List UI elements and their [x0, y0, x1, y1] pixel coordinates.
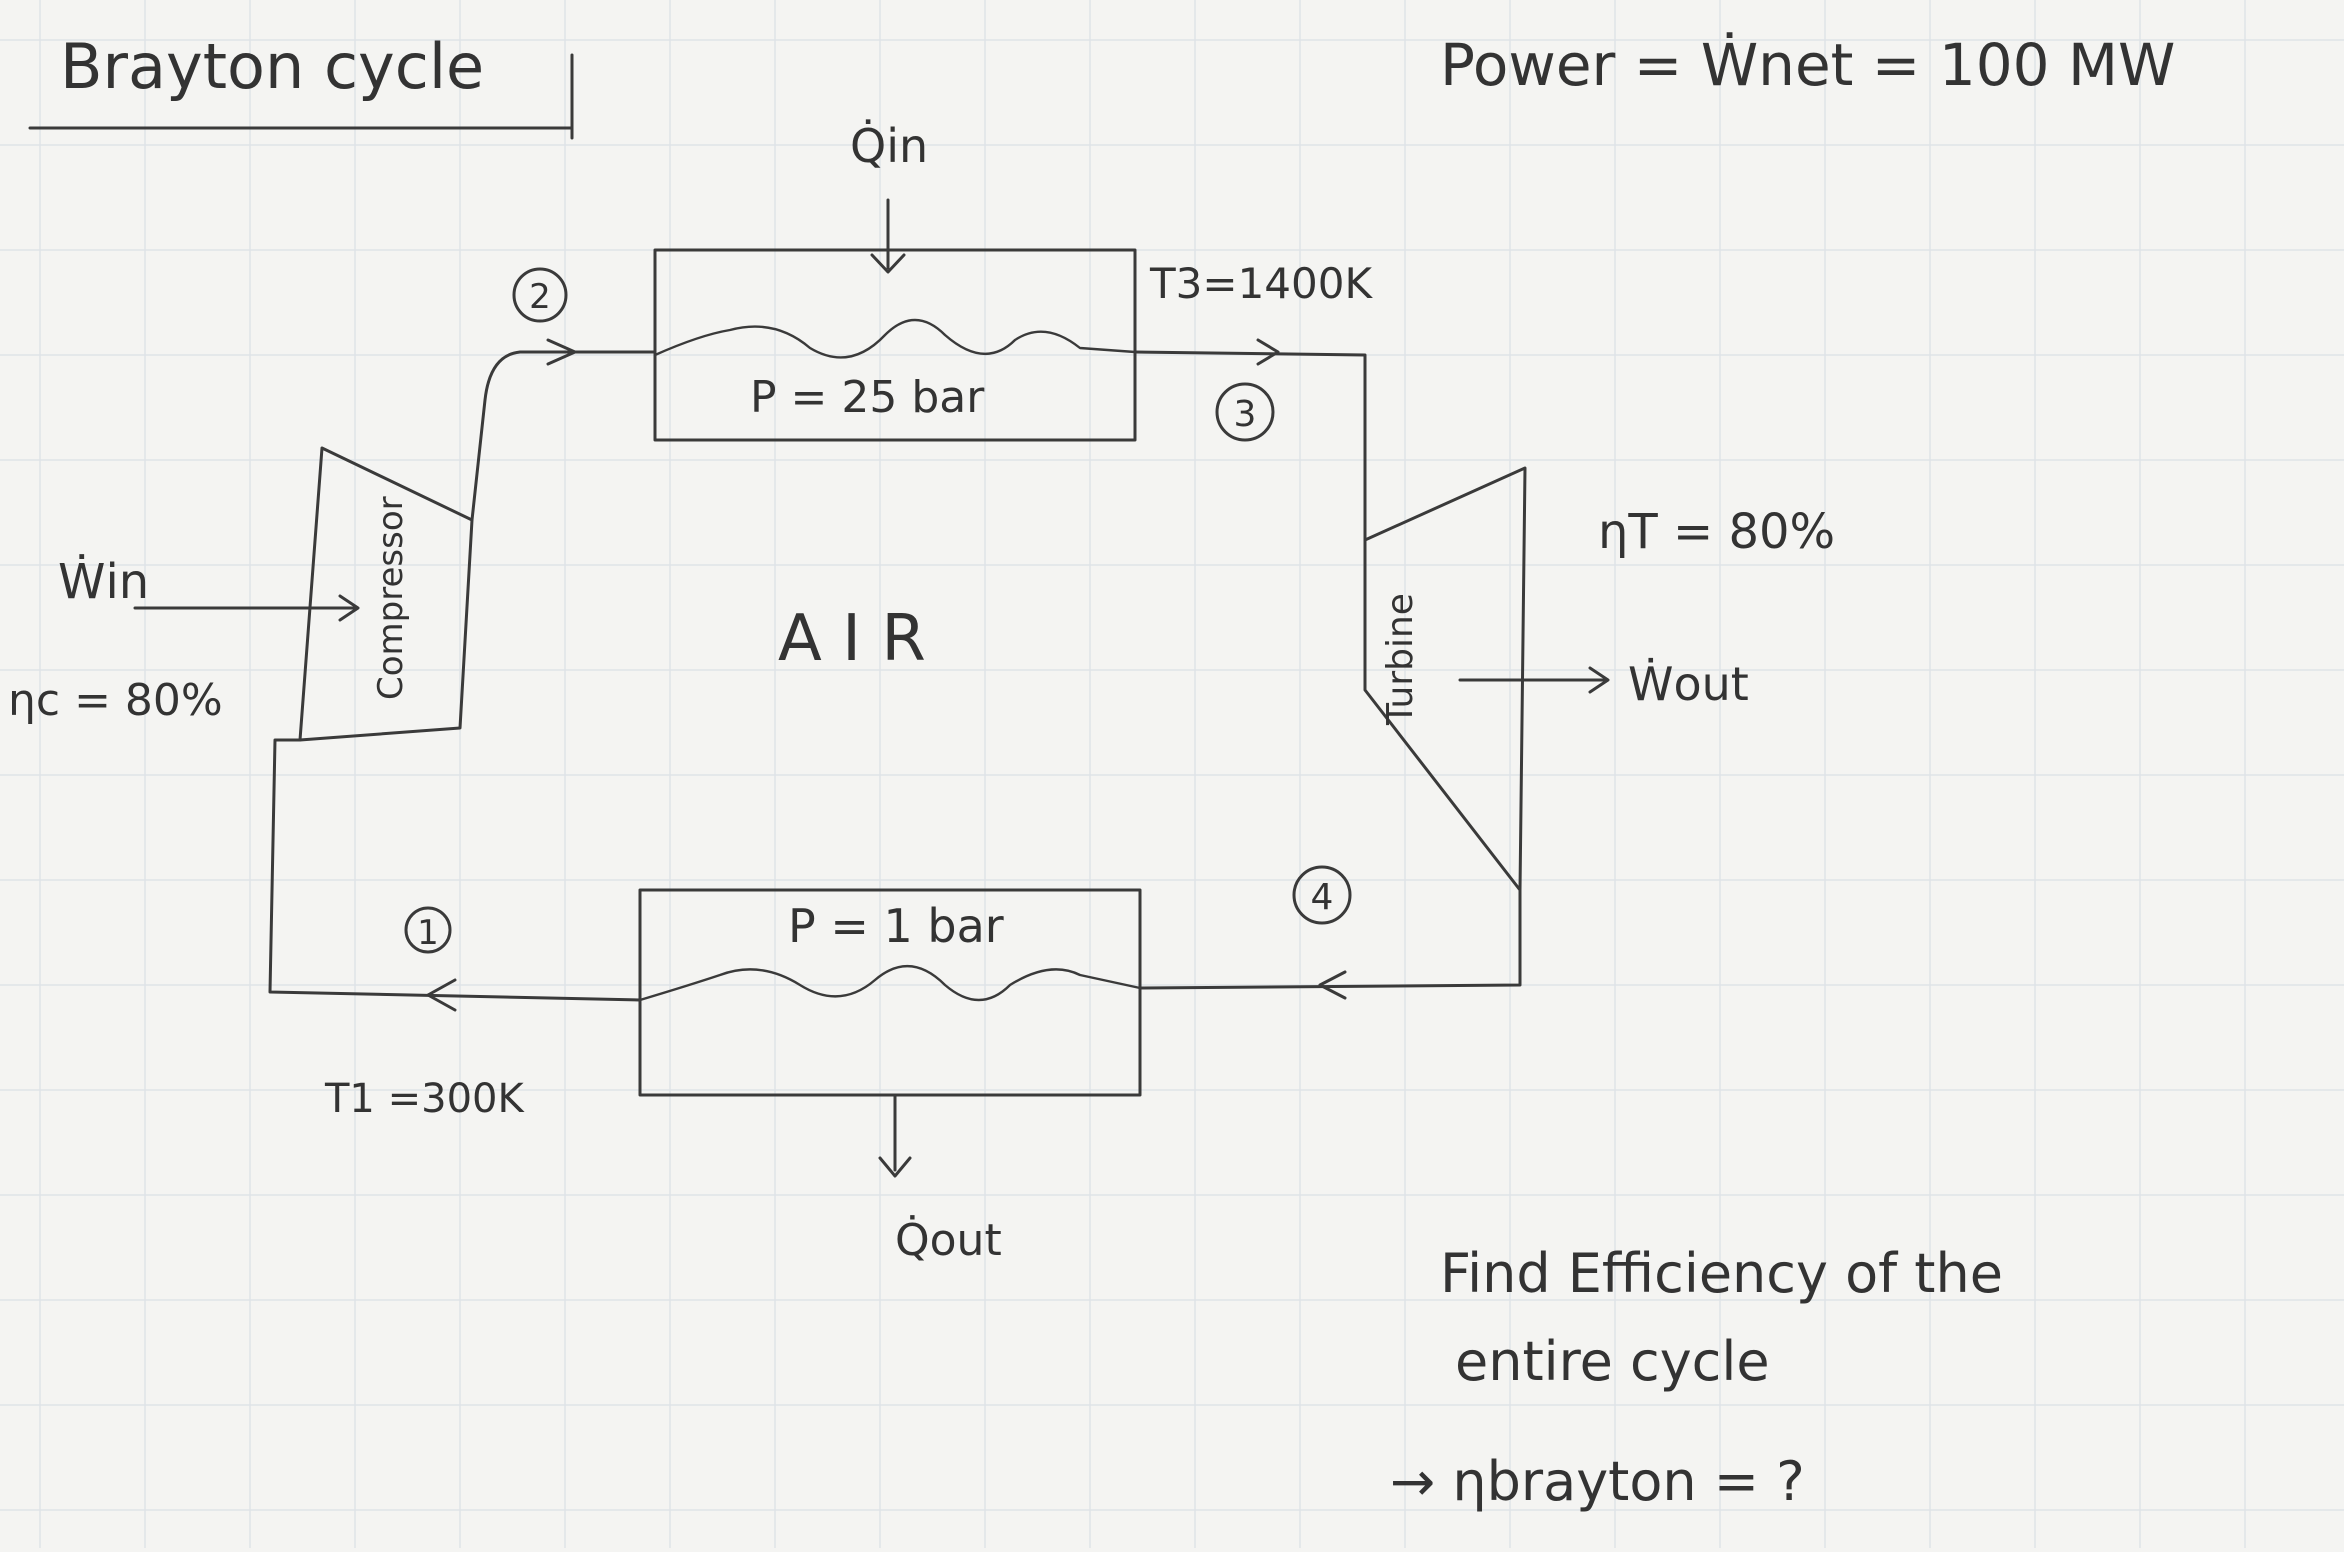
- pipe-1: [268, 738, 642, 1002]
- state-1-label: 1: [417, 913, 439, 953]
- question-line-3: → ηbrayton = ?: [1390, 1450, 1805, 1513]
- heat-in-arrowhead: [870, 253, 906, 274]
- cooler-box: [638, 888, 1142, 1097]
- work-in-label: Ẇin: [58, 554, 149, 610]
- question-line-2: entire cycle: [1455, 1330, 1770, 1393]
- heat-in-label: Q̇in: [850, 119, 928, 173]
- heat-out-arrowhead: [878, 1156, 912, 1178]
- power-label: Power = Ẇnet = 100 MW: [1440, 31, 2175, 99]
- heat-out-label: Q̇out: [895, 1214, 1002, 1266]
- work-out-label: Ẇout: [1628, 657, 1749, 711]
- heater-coil: [653, 318, 1137, 359]
- pipe-3: [1133, 350, 1367, 542]
- low-pressure-label: P = 1 bar: [788, 899, 1004, 953]
- compressor-efficiency: ηc = 80%: [8, 675, 223, 726]
- state-4-circle: [1292, 865, 1352, 925]
- state-4-label: 4: [1311, 877, 1334, 918]
- turbine-label: Turbine: [1380, 593, 1421, 726]
- arrow-1: [426, 978, 457, 1012]
- arrow-3: [1256, 338, 1280, 366]
- arrow-4: [1318, 970, 1347, 1000]
- heater-box: [653, 248, 1137, 442]
- work-in-arrowhead: [338, 594, 360, 622]
- state-2-circle: [512, 267, 568, 323]
- question-line-1: Find Efficiency of the: [1440, 1242, 2003, 1305]
- working-fluid-label: A I R: [778, 602, 926, 676]
- high-pressure-label: P = 25 bar: [750, 372, 985, 423]
- t1-label: T1 =300K: [324, 1076, 525, 1122]
- t3-label: T3=1400K: [1149, 259, 1373, 308]
- work-out-arrowhead: [1588, 666, 1610, 694]
- state-2-label: 2: [529, 277, 551, 317]
- arrow-2: [546, 338, 577, 366]
- cooler-coil: [638, 965, 1142, 1002]
- state-3-circle: [1215, 382, 1275, 442]
- state-3-label: 3: [1234, 394, 1257, 435]
- pipe-4: [1138, 888, 1522, 990]
- compressor-body: [298, 446, 474, 742]
- turbine-efficiency: ηT = 80%: [1598, 504, 1835, 560]
- state-1-circle: [404, 906, 452, 954]
- pipe-2: [470, 350, 657, 522]
- diagram-title: Brayton cycle: [60, 30, 484, 103]
- compressor-label: Compressor: [371, 496, 411, 700]
